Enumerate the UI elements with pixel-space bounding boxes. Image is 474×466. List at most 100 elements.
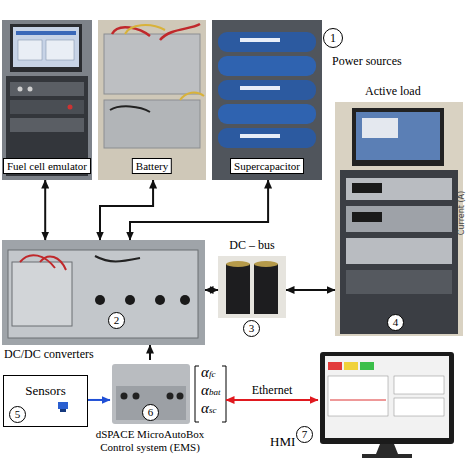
connector: [177, 393, 184, 400]
dc-bus-photo: [218, 256, 286, 318]
screen-panel: [394, 398, 444, 416]
node-label: DC/DC converters: [4, 347, 94, 361]
group-label: Power sources: [332, 54, 402, 68]
battery-block: [104, 100, 200, 148]
cap-cell: [218, 104, 316, 124]
cap-stripe: [240, 86, 280, 90]
connector-arrow: [286, 289, 335, 291]
photo-bg: [218, 256, 286, 318]
capacitor: [254, 264, 278, 314]
monitor-bezel: [320, 352, 454, 444]
callout-number: 4: [387, 314, 404, 331]
battery-photo: [98, 20, 206, 180]
instrument: [346, 178, 452, 200]
connector: [121, 393, 128, 400]
monitor-screen: [325, 356, 449, 438]
instrument: [346, 206, 452, 232]
monitor-base: [362, 454, 412, 458]
battery-block: [104, 34, 200, 94]
plot-line: [330, 400, 386, 401]
screen-panel: [394, 376, 444, 394]
cap-stripe: [240, 134, 280, 138]
monitor-stand: [376, 444, 398, 454]
screen-panel: [362, 118, 398, 138]
converter-box: [8, 250, 198, 338]
cable: [20, 255, 66, 270]
node-label: dSPACE MicroAutoBox Control system (EMS): [88, 428, 212, 454]
capacitor: [226, 264, 250, 314]
edge-label: Ethernet: [252, 383, 293, 397]
node-label: Sensors: [25, 384, 65, 398]
connector: [125, 295, 135, 305]
cable: [95, 256, 140, 262]
rack-unit: [10, 118, 84, 132]
dspace-photo: [112, 364, 190, 424]
capacitor-top: [254, 261, 278, 267]
photo-bg: [2, 240, 205, 345]
photo-node: Supercapacitor: [212, 20, 322, 180]
converter-panel: [12, 262, 72, 326]
monitor-screen: [356, 112, 440, 160]
cable: [125, 25, 204, 100]
controller-box: [112, 364, 190, 424]
process-box: Sensors 5: [3, 375, 88, 427]
callout-number: 5: [9, 406, 26, 423]
supercapacitor-photo: [212, 20, 322, 180]
cap-cell: [218, 80, 316, 100]
rack-unit: [10, 100, 84, 114]
rack-unit: [10, 82, 84, 96]
connector-arrow: [205, 289, 218, 291]
monitor-frame: [10, 24, 82, 72]
cap-cell: [218, 32, 316, 52]
connector-arrow: [226, 399, 318, 401]
sensors-box: [4, 376, 88, 427]
hmi-monitor: [320, 352, 454, 458]
rack: [340, 170, 458, 334]
connector-arrow: [88, 399, 110, 401]
node-label: DC – bus: [229, 238, 274, 252]
cap-stripe: [240, 38, 280, 42]
screen-widget: [328, 362, 342, 370]
photo-bg: [335, 102, 463, 336]
node-label: Battery: [132, 158, 172, 174]
monitor-node: HMI7: [318, 350, 456, 458]
connector: [180, 295, 190, 305]
knob: [18, 87, 23, 92]
connector-arrow: [100, 180, 153, 240]
cable: [110, 106, 150, 112]
display: [352, 183, 382, 193]
screen-widget: [360, 362, 374, 370]
sensor-icon: [60, 409, 66, 412]
node-label: HMI: [270, 435, 295, 449]
node-label: Active load: [365, 84, 421, 98]
cap-cell: [218, 128, 316, 148]
display: [352, 212, 382, 222]
cap-cell: [218, 56, 316, 76]
controller-front: [116, 386, 186, 420]
signal-name: αsc: [201, 400, 216, 418]
photo-node: Fuel cell emulator: [2, 20, 92, 180]
instrument: [346, 238, 452, 264]
signal-name: αbat: [201, 382, 220, 400]
photo-bg: [2, 20, 92, 180]
callout-number: 2: [108, 312, 125, 329]
callout-number: 7: [296, 426, 313, 443]
knob: [28, 87, 33, 92]
connector: [95, 295, 105, 305]
screen-panel: [46, 40, 74, 60]
screen-plot: [328, 376, 388, 416]
photo-node: DC – bus3: [218, 256, 286, 318]
dcdc-photo: [2, 240, 205, 345]
connector-arrow: [44, 180, 46, 240]
connector: [155, 295, 165, 305]
callout-number: 1: [323, 28, 343, 48]
node-label: Fuel cell emulator: [3, 158, 91, 174]
connector: [133, 393, 140, 400]
photo-bg: [98, 20, 206, 180]
photo-node: Battery: [98, 20, 206, 180]
callout-number: 6: [142, 404, 159, 421]
axis-label: Current (A): [455, 191, 469, 235]
